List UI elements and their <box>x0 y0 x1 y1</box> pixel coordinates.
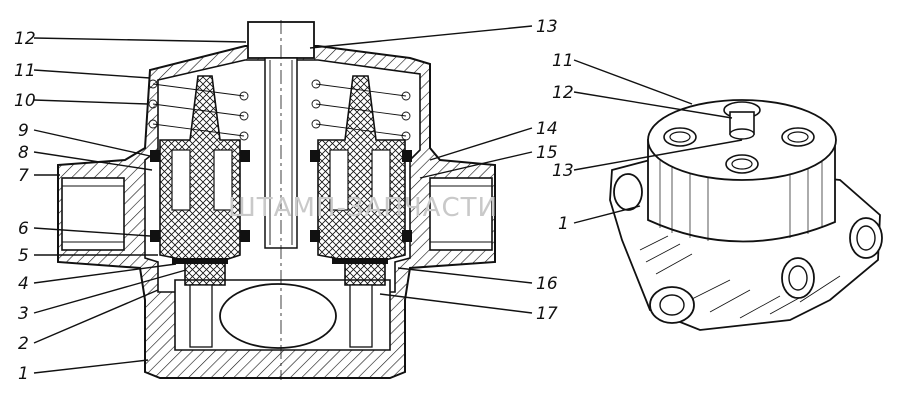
right-port <box>429 177 493 251</box>
left-rod <box>189 284 213 348</box>
callouts-external: 11 12 13 1 <box>552 51 574 234</box>
callout-2: 2 <box>18 334 29 354</box>
springs <box>148 79 411 141</box>
watermark: ШТАМП-ЗАПЧАСТИ <box>228 193 498 223</box>
callout-6: 6 <box>18 219 29 239</box>
callout-10: 10 <box>14 91 36 111</box>
right-piston-slot <box>329 149 349 211</box>
callout-15: 15 <box>536 143 558 163</box>
callout-1: 1 <box>18 364 29 384</box>
callouts-left: 12 11 10 9 8 7 6 5 4 3 2 1 <box>14 29 36 384</box>
left-piston-slot-2 <box>213 149 233 211</box>
left-piston-slot <box>171 149 191 211</box>
callout-13: 13 <box>536 17 558 37</box>
callout-ext-11: 11 <box>552 51 574 71</box>
right-piston <box>317 75 406 286</box>
callout-3: 3 <box>18 304 29 324</box>
callouts-right: 13 14 15 16 17 <box>536 17 558 324</box>
section-view <box>57 20 496 380</box>
cap-holes <box>663 127 815 174</box>
callout-12: 12 <box>14 29 36 49</box>
cap-bolt <box>723 101 761 140</box>
callout-8: 8 <box>18 143 29 163</box>
leader-lines <box>33 25 743 374</box>
lower-port <box>219 283 337 349</box>
left-piston <box>159 75 241 286</box>
seals <box>150 150 412 264</box>
callout-7: 7 <box>18 166 29 186</box>
callout-ext-1: 1 <box>558 214 569 234</box>
external-view <box>609 99 883 331</box>
callout-9: 9 <box>18 121 29 141</box>
right-piston-slot-2 <box>371 149 391 211</box>
callout-ext-13: 13 <box>552 161 574 181</box>
callout-4: 4 <box>18 274 29 294</box>
callout-5: 5 <box>18 246 29 266</box>
left-port <box>61 177 125 251</box>
callout-17: 17 <box>536 304 558 324</box>
callout-14: 14 <box>536 119 558 139</box>
callout-16: 16 <box>536 274 558 294</box>
housing-ports <box>613 173 883 324</box>
right-rod <box>349 284 373 348</box>
callout-11: 11 <box>14 61 36 81</box>
callout-ext-12: 12 <box>552 83 574 103</box>
